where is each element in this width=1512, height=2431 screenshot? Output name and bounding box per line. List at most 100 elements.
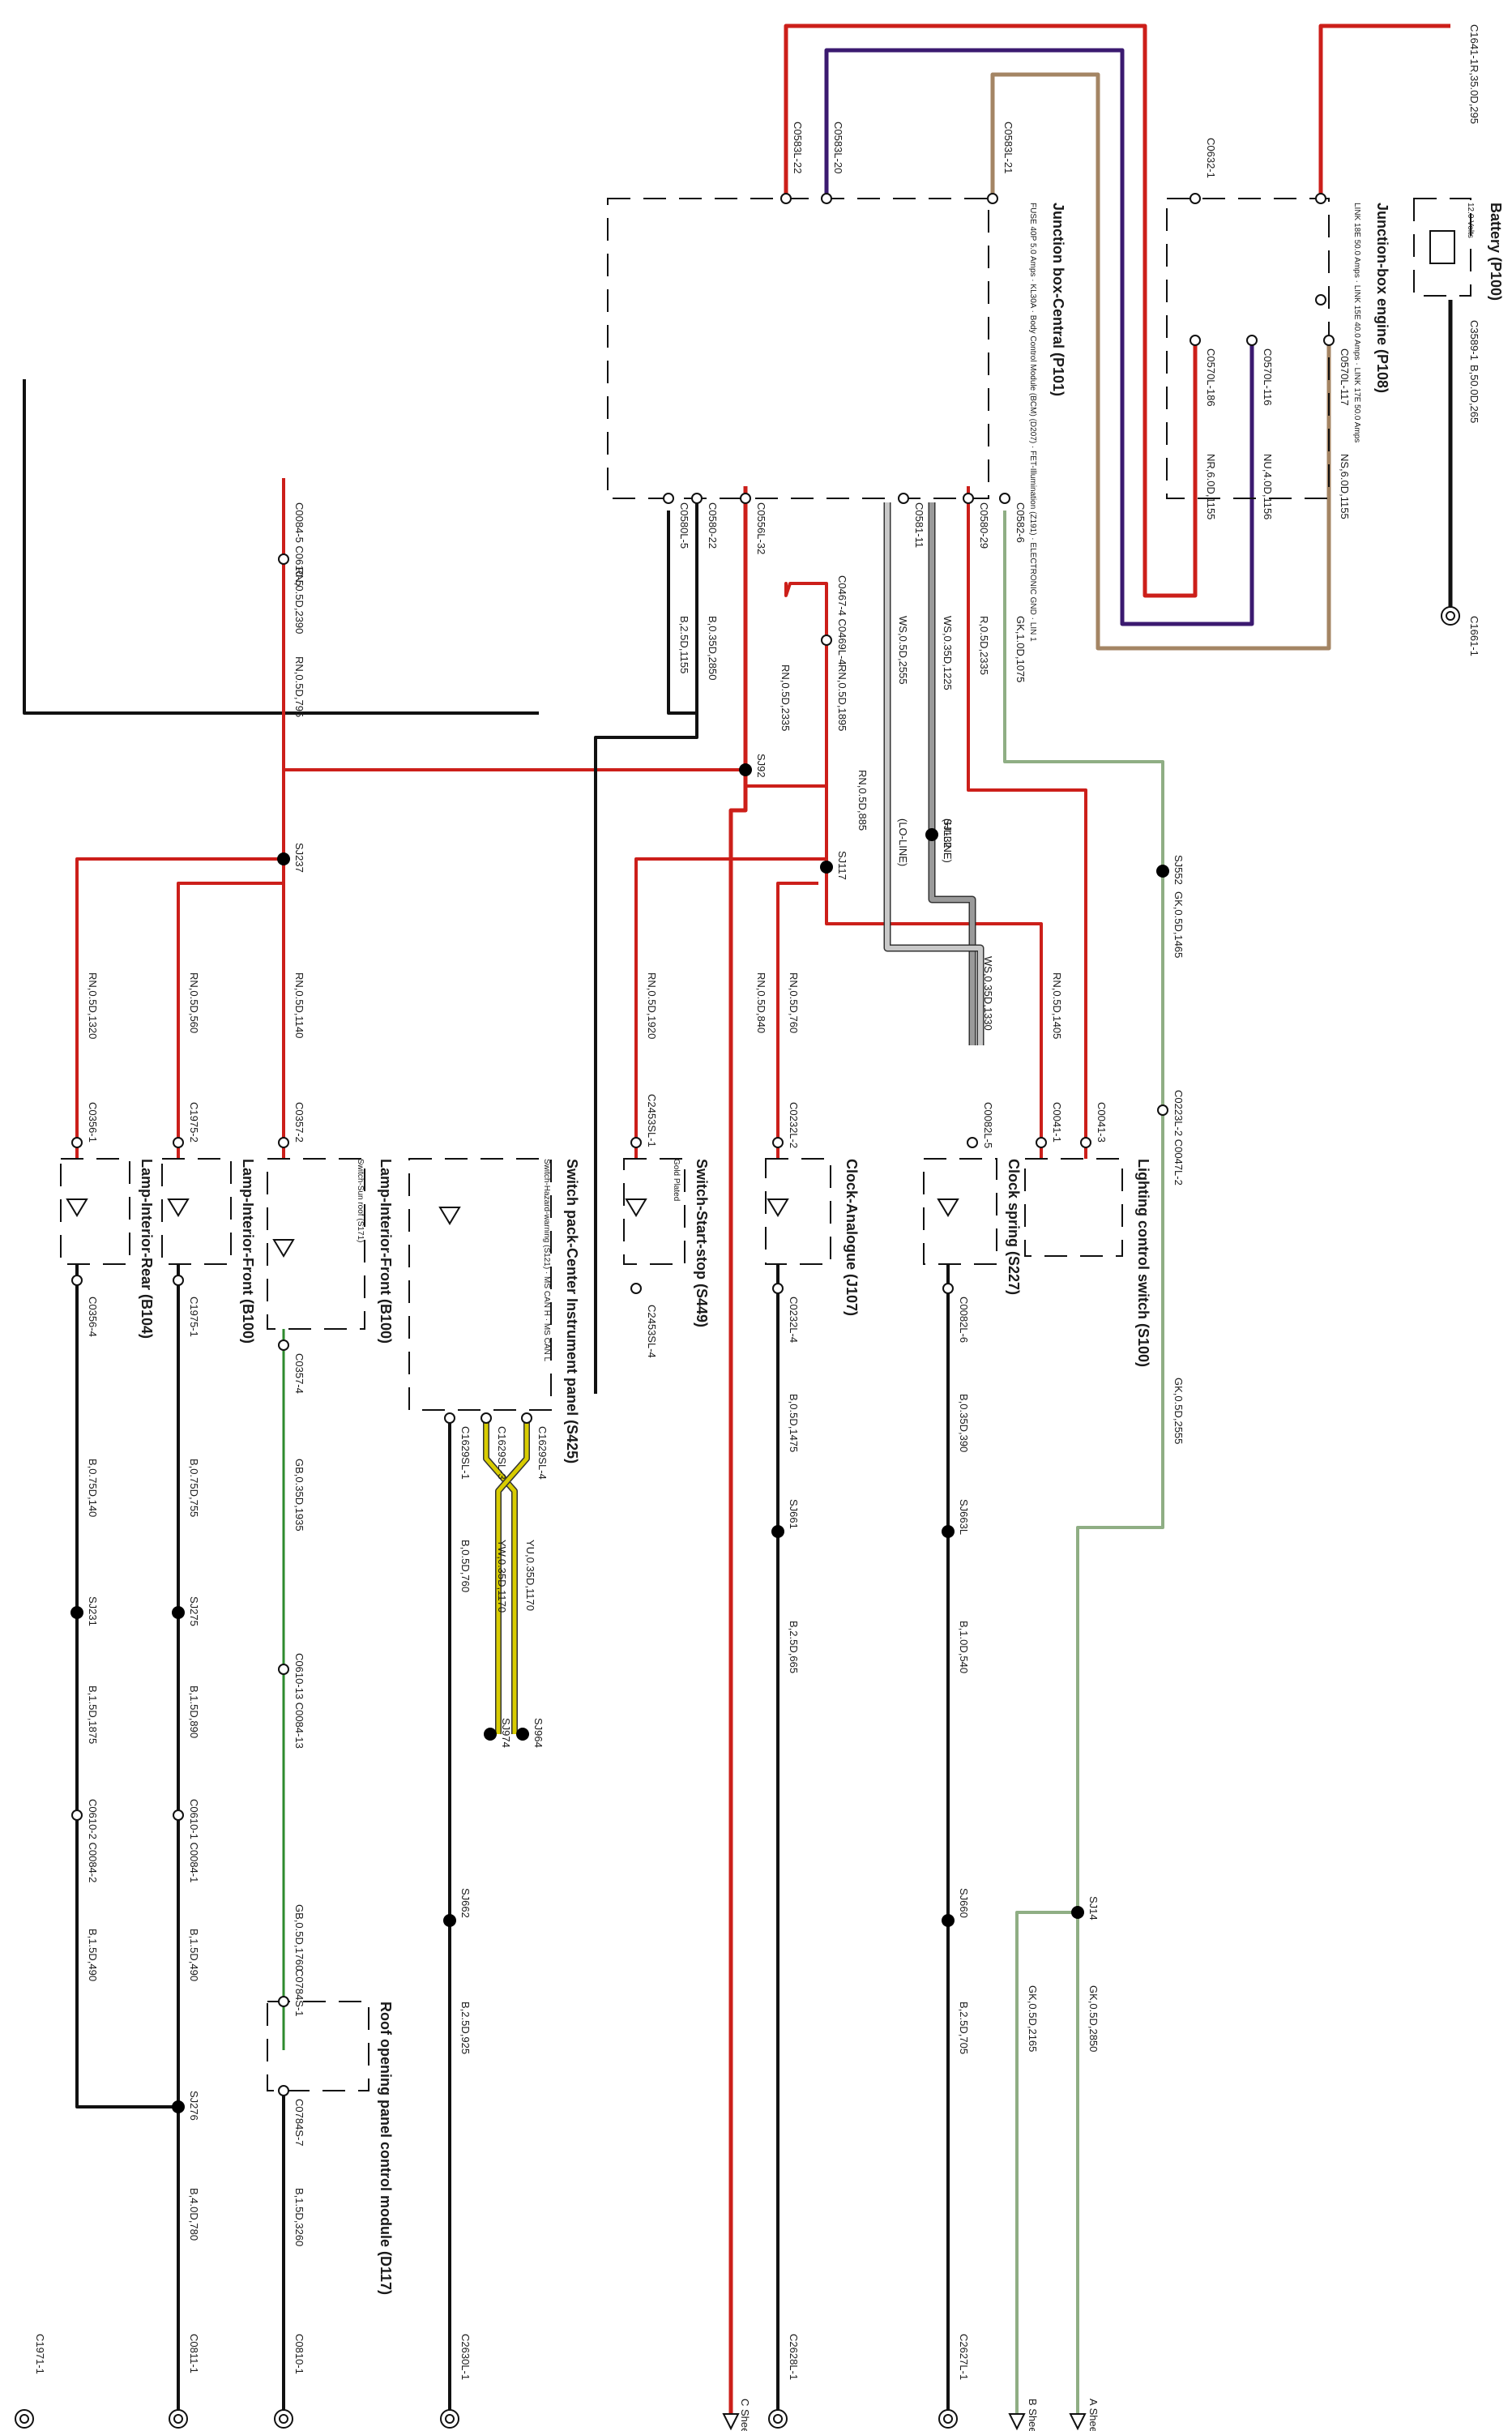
led-symbol-0 [937,1198,959,1217]
component-title-s425: Switch pack-Center Instrument panel (S42… [564,1159,580,1463]
splice-label-9: SJ662 [459,1888,472,1918]
connector-label-3: C0632-1 [1205,138,1217,178]
wire-label-15: RN,0.5D,795 [293,656,305,717]
connector-label-12: C0581-11 [913,502,925,548]
component-title-b104: Lamp-Interior-Rear (B104) [139,1159,155,1339]
connector-c0082l-5 [967,1137,978,1148]
connector-label-19: C0041-1 [1051,1102,1063,1143]
annotation-hi-line: (HI-LINE) [942,818,954,863]
connector-c0632-1 [1190,193,1201,204]
connector-c3589-1 [1315,294,1326,305]
wire-label-1: B,50.0D,265 [1468,365,1480,423]
connector-c0580-29 [963,493,974,504]
connector-c0583l-21 [987,193,998,204]
splice-label-11: SJ231 [87,1596,99,1626]
connector-c0570l-186 [1190,335,1201,346]
connector-label-5: C0570L-116 [1262,348,1274,406]
connector-label-9: C0583L-21 [1002,122,1014,173]
splices-layer [15,193,1460,2431]
connector-c0583l-22 [780,193,792,204]
components-layer [60,198,1471,2091]
connector-label-20: C0041-3 [1096,1102,1108,1143]
clock-box [765,1158,831,1265]
component-sub-p108: LINK 18E 50.0 Amps · LINK 15E 40.0 Amps … [1352,203,1361,442]
connector-label-24: C0232L-4 [788,1297,800,1343]
switch-pack-box [408,1158,552,1411]
clock-spring-box [923,1158,997,1265]
splice-label-6: SJ663L [958,1499,970,1535]
wire-battery-feed [1318,23,1450,199]
splice-sj662 [443,1914,456,1927]
connector-label-17: C0467-4 C0469L-4 [836,575,848,665]
connector-c1975-2 [173,1137,184,1148]
wire-label-6: R,0.5D,2335 [978,616,990,675]
connector-label-10: C0582-6 [1014,502,1027,543]
wire-rn-2390 [282,478,745,771]
component-title-p100: Battery (P100) [1488,203,1504,301]
wire-label-36: B,1.5D,890 [188,1685,200,1738]
wire-label-19: RN,0.5D,760 [788,972,800,1033]
splice-label-4: SJ552 [1172,855,1185,885]
led-symbol-1 [767,1198,789,1217]
connector-c1975-1 [173,1275,184,1286]
connector-c0581-11 [898,493,909,504]
connector-label-18: C0223L-2 C0047L-2 [1172,1090,1185,1186]
sheet-arrow-a [1069,2413,1087,2431]
connector-c0582-6 [999,493,1010,504]
splice-label-7: SJ661 [788,1499,800,1529]
wire-label-25: GK,0.5D,2555 [1172,1378,1185,1444]
wire-label-31: GB,0.35D,1935 [293,1459,305,1532]
connector-c0041-1 [1036,1137,1047,1148]
ground-c0811-1-inner [173,2414,183,2424]
wire-gk-green [1003,511,1164,2423]
annotation-lo-line: (LO-LINE) [897,818,909,866]
ground-c2627l-1-inner [943,2414,953,2424]
wire-label-23: RN,0.5D,560 [188,972,200,1033]
connector-label-41: C2627L-1 [958,2334,970,2380]
connector-label-38: C0610-2 C0084-2 [87,1799,99,1882]
connector-label-6: C0570L-117 [1339,348,1351,406]
splice-sj663l [942,1525,955,1538]
led-symbol-5 [272,1239,295,1258]
connector-c0580-22 [691,493,703,504]
component-sub-p101: FUSE 40P 5.0 Amps · KL30A · Body Control… [1028,203,1037,642]
component-title-s449: Switch-Start-stop (S449) [694,1159,710,1327]
connector-label-30: C0357-2 [293,1102,305,1143]
connector-c1629sl-1 [444,1412,455,1424]
component-title-b100: Lamp-Interior-Front (B100) [240,1159,256,1344]
wire-label-26: B,0.35D,390 [958,1394,970,1452]
splice-label-14: SJ974 [500,1718,512,1748]
connector-label-11: C0580-29 [978,502,990,549]
wire-label-8: WS,0.5D,2555 [897,616,909,685]
connector-label-40: C0784S-7 [293,2099,305,2147]
lighting-switch-box [1024,1158,1123,1257]
component-title-s227: Clock spring (S227) [1006,1159,1022,1295]
component-sub-s425: Switch-Hazard-warning (S121) · MS CAN H … [542,1159,551,1361]
connector-label-28: C1629SL-4 [536,1426,549,1480]
connector-label-15: C0580L-5 [678,502,690,549]
junction-box-central [607,198,989,499]
splice-sj275 [172,1606,185,1619]
connector-label-13: C0556L-32 [755,502,767,554]
wire-label-3: NU,4.0D,1156 [1262,454,1274,519]
splice-sj14 [1071,1906,1084,1919]
wire-yu [484,1418,517,1734]
wire-label-10: RN,0.5D,2335 [779,664,792,731]
connector-c0583l-20 [821,193,832,204]
wire-label-18: WS,0.35D,1330 [982,956,994,1031]
wire-yw [496,1418,529,1734]
connector-c0223l-2 [1157,1104,1168,1116]
wire-label-16: GK,0.5D,1465 [1172,891,1185,958]
component-title-b100f: Lamp-Interior-Front (B100) [378,1159,394,1344]
component-sub-p100: 12.0 Volts [1466,203,1475,238]
splice-label-3: SJ237 [293,843,305,873]
roof-module-box [267,2001,369,2091]
wire-label-33: B,0.75D,140 [87,1459,99,1517]
splice-sj552 [1156,865,1169,878]
splice-label-13: SJ964 [532,1718,545,1748]
wire-label-27: B,0.5D,1475 [788,1394,800,1452]
wire-label-0: R,35.0D,295 [1468,65,1480,124]
led-symbol-3 [167,1198,190,1217]
